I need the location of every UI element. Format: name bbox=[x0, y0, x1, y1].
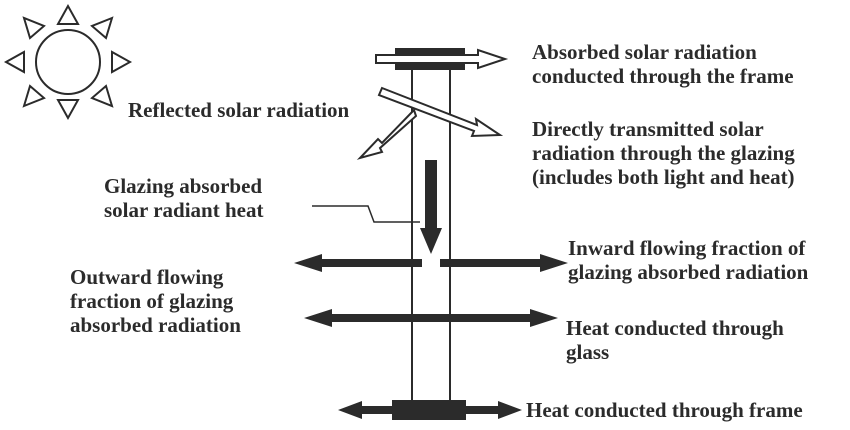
frame-conduction-label: Heat conducted through frame bbox=[526, 398, 803, 422]
glazing-absorbed-label-line-2: solar radiant heat bbox=[104, 198, 264, 222]
glazing-absorbed-label: Glazing absorbed solar radiant heat bbox=[104, 174, 263, 222]
glazing-absorbed-label-line-1: Glazing absorbed bbox=[104, 174, 263, 198]
glass-conduction-label-line-2: glass bbox=[566, 340, 610, 364]
inward-label-line-2: glazing absorbed radiation bbox=[568, 260, 809, 284]
transmitted-label-line-1: Directly transmitted solar bbox=[532, 117, 764, 141]
reflected-label-line-1: Reflected solar radiation bbox=[128, 98, 350, 122]
glass-conduction-arrow bbox=[304, 309, 558, 327]
transmitted-label-line-2: radiation through the glazing bbox=[532, 141, 795, 165]
inward-flow-arrow bbox=[440, 254, 568, 272]
transmitted-label-line-3: (includes both light and heat) bbox=[532, 165, 795, 189]
sun-icon bbox=[3, 3, 133, 121]
outward-flow-arrow bbox=[294, 254, 422, 272]
absorbed-frame-label: Absorbed solar radiation conducted throu… bbox=[532, 40, 794, 88]
top-frame bbox=[395, 48, 465, 70]
outward-label: Outward flowing fraction of glazing abso… bbox=[70, 265, 241, 337]
outward-label-line-3: absorbed radiation bbox=[70, 313, 241, 337]
transmitted-label: Directly transmitted solar radiation thr… bbox=[532, 117, 795, 189]
glazing-absorbed-leader bbox=[312, 205, 420, 223]
glass-conduction-label: Heat conducted through glass bbox=[566, 316, 784, 364]
outward-label-line-1: Outward flowing bbox=[70, 265, 224, 289]
inward-label-line-1: Inward flowing fraction of bbox=[568, 236, 806, 260]
inward-label: Inward flowing fraction of glazing absor… bbox=[568, 236, 808, 284]
glass-conduction-label-line-1: Heat conducted through bbox=[566, 316, 784, 340]
outward-label-line-2: fraction of glazing bbox=[70, 289, 234, 313]
absorbed-frame-arrow bbox=[375, 48, 509, 70]
transmitted-radiation-arrow bbox=[377, 86, 504, 138]
frame-conduction-arrow bbox=[338, 400, 522, 420]
absorbed-frame-label-line-1: Absorbed solar radiation bbox=[532, 40, 757, 64]
frame-conduction-label-line-1: Heat conducted through frame bbox=[526, 398, 803, 422]
reflected-radiation-arrow bbox=[356, 108, 418, 160]
reflected-label: Reflected solar radiation bbox=[128, 98, 349, 122]
absorbed-frame-label-line-2: conducted through the frame bbox=[532, 64, 794, 88]
glazing-absorbed-arrow bbox=[420, 160, 442, 254]
